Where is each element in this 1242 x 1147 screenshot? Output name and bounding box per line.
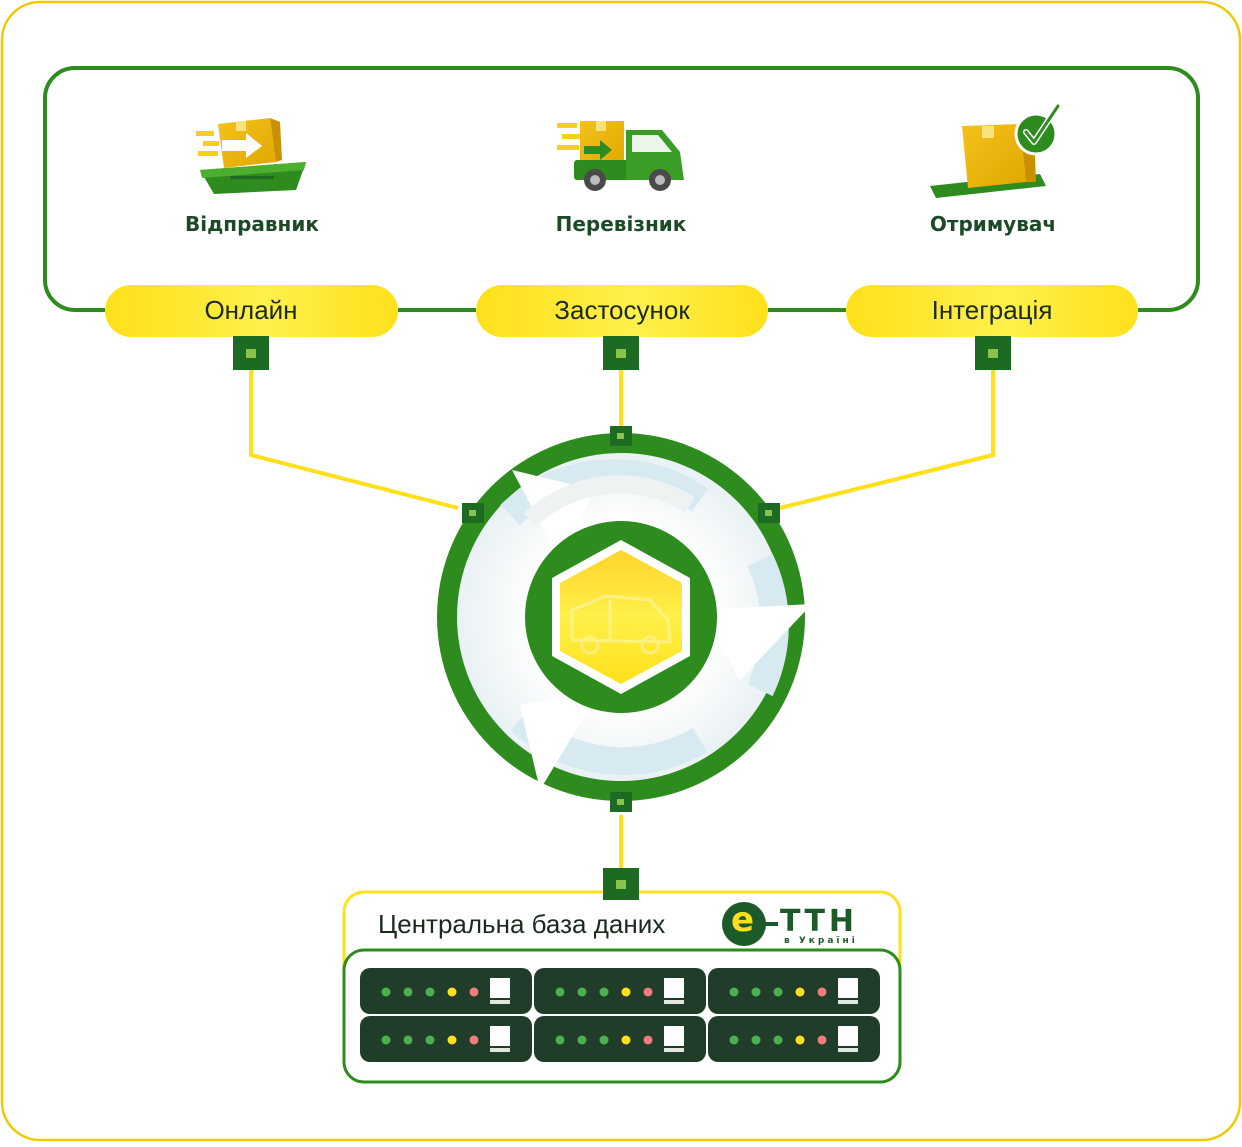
role-label-receiver: Отримувач <box>929 212 1057 236</box>
ettn-logo <box>722 902 778 946</box>
logo-mark: e <box>731 900 755 940</box>
logo-text: ТТН <box>780 904 859 939</box>
delivery-truck-icon <box>557 121 684 191</box>
central-hub <box>437 426 812 812</box>
circular-arrows-icon <box>500 459 812 790</box>
logo-subtext: в Україні <box>784 936 858 946</box>
truck-in-hexagon-icon <box>560 550 682 684</box>
parcel-with-checkmark-icon <box>930 103 1061 198</box>
database-title: Центральна база даних <box>378 909 666 939</box>
channel-pill-online <box>105 285 398 337</box>
server-rack <box>360 968 880 1062</box>
channel-label-app: Застосунок <box>554 295 690 325</box>
role-label-sender: Відправник <box>185 212 319 236</box>
role-label-carrier: Перевізник <box>555 212 687 236</box>
channel-label-integration: Інтеграція <box>931 295 1053 325</box>
server-unit <box>708 968 880 1014</box>
connector-node-integration <box>975 336 1011 370</box>
server-unit <box>708 1016 880 1062</box>
server-unit <box>360 1016 532 1062</box>
server-unit <box>534 968 706 1014</box>
connector-node-online <box>233 336 269 370</box>
connector-node-app <box>603 336 639 370</box>
channel-label-online: Онлайн <box>204 295 298 325</box>
ship-with-parcel-icon <box>196 118 306 194</box>
connector-online-to-hub <box>249 370 459 510</box>
server-unit <box>360 968 532 1014</box>
channel-pill-app <box>476 285 768 337</box>
connector-integration-to-hub <box>779 370 995 510</box>
channel-pill-integration <box>846 285 1138 337</box>
roles-loop-line <box>43 66 1200 312</box>
server-unit <box>534 1016 706 1062</box>
